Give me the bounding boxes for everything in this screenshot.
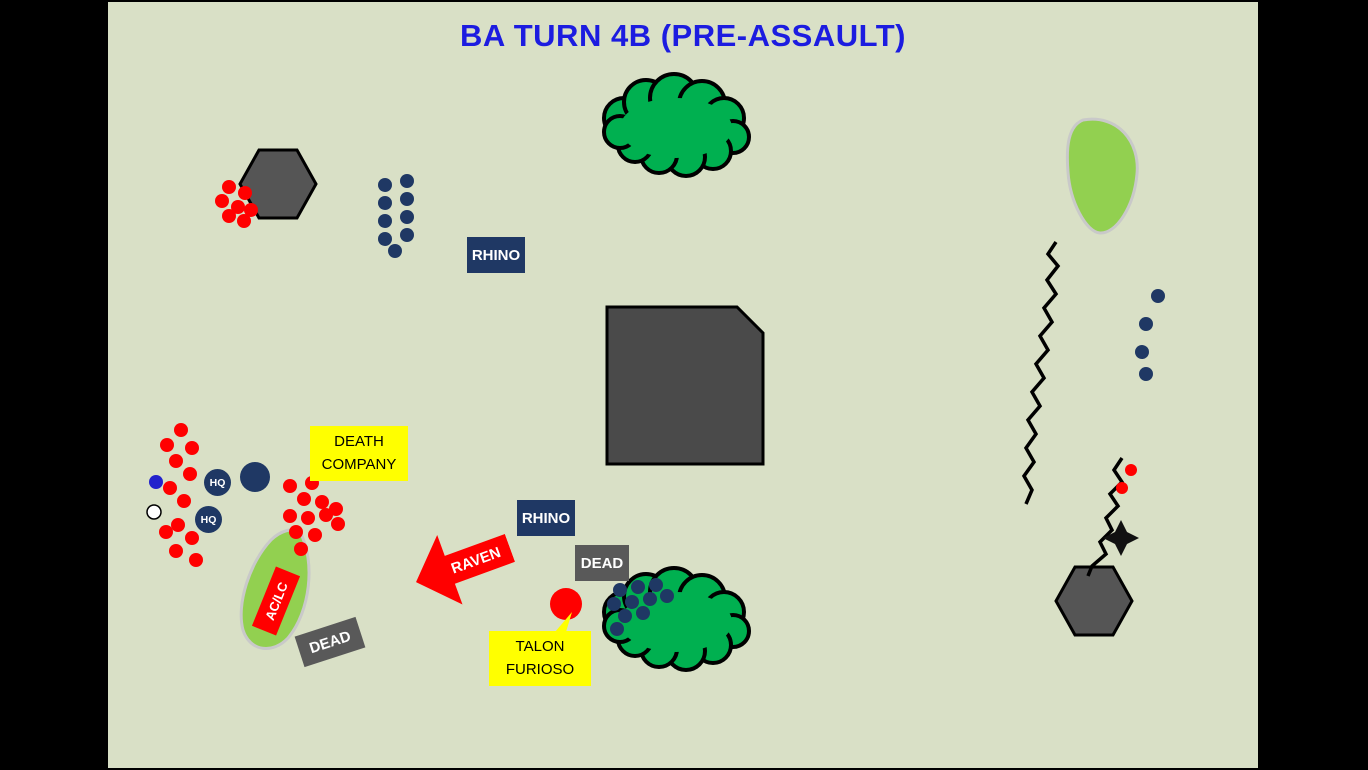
red-marines-north-dot[interactable] [244,203,258,217]
death-company-west-dot[interactable] [169,544,183,558]
talon-line2: FURIOSO [505,661,575,679]
navy-squad-forest-dot[interactable] [613,583,627,597]
death-company-east-dot[interactable] [331,517,345,531]
talon-furioso-token-dot[interactable] [550,588,582,620]
navy-squad-forest-dot[interactable] [636,606,650,620]
death-company-east-dot[interactable] [297,492,311,506]
page-title: BA TURN 4B (PRE-ASSAULT) [460,18,906,53]
red-markers-east-dot[interactable] [1125,464,1137,476]
navy-squad-north-dot[interactable] [378,196,392,210]
death-company-west-dot[interactable] [163,481,177,495]
death-company-line1: DEATH [334,433,384,450]
navy-squad-forest-dot[interactable] [610,622,624,636]
death-company-west-dot[interactable] [177,494,191,508]
death-company-east-dot[interactable] [294,542,308,556]
dead-label-center[interactable]: DEAD [575,545,629,581]
hill-east [1065,117,1139,235]
navy-squad-forest-dot[interactable] [631,580,645,594]
death-company-east-dot[interactable] [319,508,333,522]
terrain-layer [146,72,1165,672]
death-company-west-dot[interactable] [183,467,197,481]
blue-marker-dot[interactable] [149,475,163,489]
navy-squad-north-dot[interactable] [400,192,414,206]
navy-squad-north-dot[interactable] [400,210,414,224]
battle-map: BA TURN 4B (PRE-ASSAULT) RHINO RHINO DEA… [108,2,1258,768]
death-company-east-dot[interactable] [315,495,329,509]
death-company-east-dot[interactable] [283,479,297,493]
death-company-west-dot[interactable] [159,525,173,539]
navy-squad-north-dot[interactable] [378,232,392,246]
navy-squad-forest-dot[interactable] [643,592,657,606]
death-company-east-dot[interactable] [289,525,303,539]
death-company-east-dot[interactable] [283,509,297,523]
star-marker [1103,520,1139,556]
talon-furioso-label[interactable]: TALON FURIOSO [489,631,591,686]
death-company-label[interactable]: DEATH COMPANY [310,426,408,481]
rhino-label-north[interactable]: RHINO [467,237,525,273]
white-marker-dot[interactable] [146,504,162,520]
death-company-east-dot[interactable] [301,511,315,525]
central-building [605,305,765,466]
crack-line-2 [1086,457,1125,577]
navy-squad-forest-dot[interactable] [618,609,632,623]
navy-squad-forest-dot[interactable] [660,589,674,603]
red-marines-north-dot[interactable] [222,180,236,194]
death-company-west-dot[interactable] [174,423,188,437]
command-circle-dot[interactable] [240,462,270,492]
crack-line-1 [1021,241,1061,505]
death-company-west-dot[interactable] [169,454,183,468]
navy-scouts-east-dot[interactable] [1139,317,1153,331]
death-company-west-dot[interactable] [160,438,174,452]
navy-squad-north-dot[interactable] [388,244,402,258]
red-marines-north-dot[interactable] [237,214,251,228]
red-marines-north-dot[interactable] [222,209,236,223]
navy-squad-north-dot[interactable] [378,178,392,192]
red-marines-north-dot[interactable] [215,194,229,208]
death-company-line2: COMPANY [321,456,397,474]
navy-squad-north-dot[interactable] [378,214,392,228]
death-company-east-dot[interactable] [308,528,322,542]
forest-north [602,72,751,178]
navy-scouts-east-dot[interactable] [1135,345,1149,359]
hex-rock-southeast [1054,565,1134,637]
navy-squad-north-dot[interactable] [400,174,414,188]
navy-scouts-east-dot[interactable] [1139,367,1153,381]
death-company-west-dot[interactable] [185,531,199,545]
navy-scouts-east-dot[interactable] [1151,289,1165,303]
navy-squad-forest-dot[interactable] [625,595,639,609]
navy-squad-forest-dot[interactable] [649,578,663,592]
hq-token-1[interactable]: HQ [204,469,231,496]
death-company-west-dot[interactable] [185,441,199,455]
navy-squad-north-dot[interactable] [400,228,414,242]
death-company-west-dot[interactable] [171,518,185,532]
hex-rock-northwest [238,148,318,220]
red-markers-east-dot[interactable] [1116,482,1128,494]
rhino-label-center[interactable]: RHINO [517,500,575,536]
units-layer [146,174,1165,636]
death-company-west-dot[interactable] [189,553,203,567]
red-marines-north-dot[interactable] [238,186,252,200]
red-marines-north-dot[interactable] [231,200,245,214]
talon-line1: TALON [515,638,565,655]
navy-squad-forest-dot[interactable] [607,597,621,611]
hq-token-2[interactable]: HQ [195,506,222,533]
